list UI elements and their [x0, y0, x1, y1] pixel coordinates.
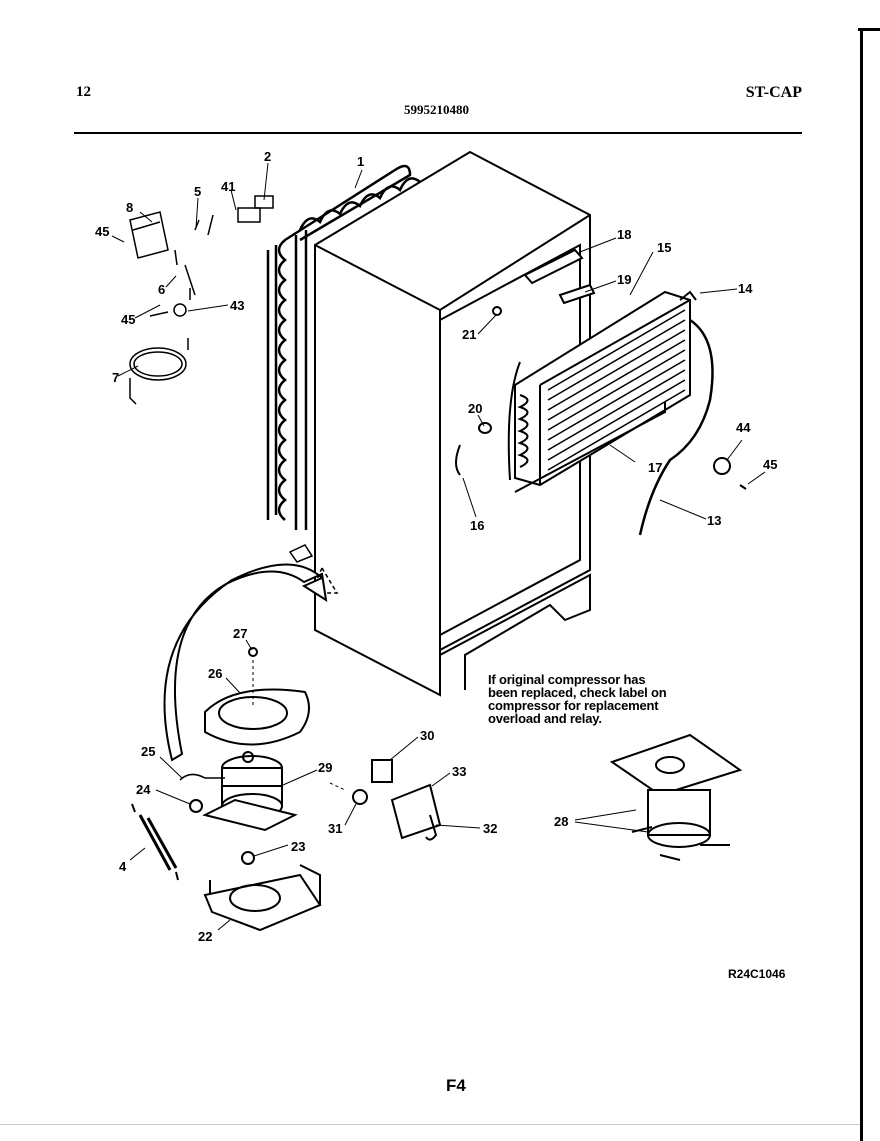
- frame-right-edge: [860, 30, 863, 1141]
- figure-label: F4: [446, 1076, 466, 1095]
- callout-8: 8: [126, 200, 133, 215]
- callout-23: 23: [291, 839, 305, 854]
- callout-6: 6: [158, 282, 165, 297]
- callout-19: 19: [617, 272, 631, 287]
- frame-top-edge: [858, 28, 880, 31]
- callout-13: 13: [707, 513, 721, 528]
- callout-16: 16: [470, 518, 484, 533]
- page-number: 12: [76, 84, 91, 100]
- replacement-compressor: [609, 733, 743, 861]
- model-code: ST-CAP: [745, 84, 802, 101]
- callout-14: 14: [738, 281, 753, 296]
- frame-bottom-edge: [0, 1124, 860, 1125]
- compressor-note: If original compressor has been replaced…: [488, 672, 667, 726]
- drawing-code: R24C1046: [728, 967, 786, 981]
- compressor: [202, 751, 298, 832]
- callout-30: 30: [420, 728, 434, 743]
- callout-5: 5: [194, 184, 201, 199]
- callout-20: 20: [468, 401, 482, 416]
- relay-assembly: [352, 759, 442, 841]
- header-rule: [74, 132, 802, 134]
- callout-1: 1: [357, 154, 364, 169]
- callout-26: 26: [208, 666, 222, 681]
- compressor-bracket: [203, 864, 322, 932]
- filter-drier: [131, 803, 179, 881]
- callout-29: 29: [318, 760, 332, 775]
- callout-22: 22: [198, 929, 212, 944]
- callout-7: 7: [112, 370, 119, 385]
- evaporator: [507, 290, 714, 536]
- callout-43: 43: [230, 298, 244, 313]
- callout-24: 24: [136, 782, 151, 797]
- callout-31: 31: [328, 821, 342, 836]
- callout-44: 44: [736, 420, 751, 435]
- condenser-coil: [266, 164, 421, 530]
- callout-15: 15: [657, 240, 671, 255]
- control-bracket: [129, 195, 274, 405]
- callout-45-clip: 45: [121, 312, 135, 327]
- callout-18: 18: [617, 227, 631, 242]
- callout-41: 41: [221, 179, 235, 194]
- callout-2: 2: [264, 149, 271, 164]
- compressor-pan: [204, 647, 310, 746]
- drain-hose: [163, 563, 328, 762]
- part-number: 5995210480: [404, 102, 469, 117]
- callout-17: 17: [648, 460, 662, 475]
- callout-21: 21: [462, 327, 476, 342]
- callout-32: 32: [483, 821, 497, 836]
- callout-27: 27: [233, 626, 247, 641]
- callout-33: 33: [452, 764, 466, 779]
- callout-45-screw: 45: [763, 457, 777, 472]
- callout-4: 4: [119, 859, 127, 874]
- callout-25: 25: [141, 744, 155, 759]
- callout-45-bracket: 45: [95, 224, 109, 239]
- callout-28: 28: [554, 814, 568, 829]
